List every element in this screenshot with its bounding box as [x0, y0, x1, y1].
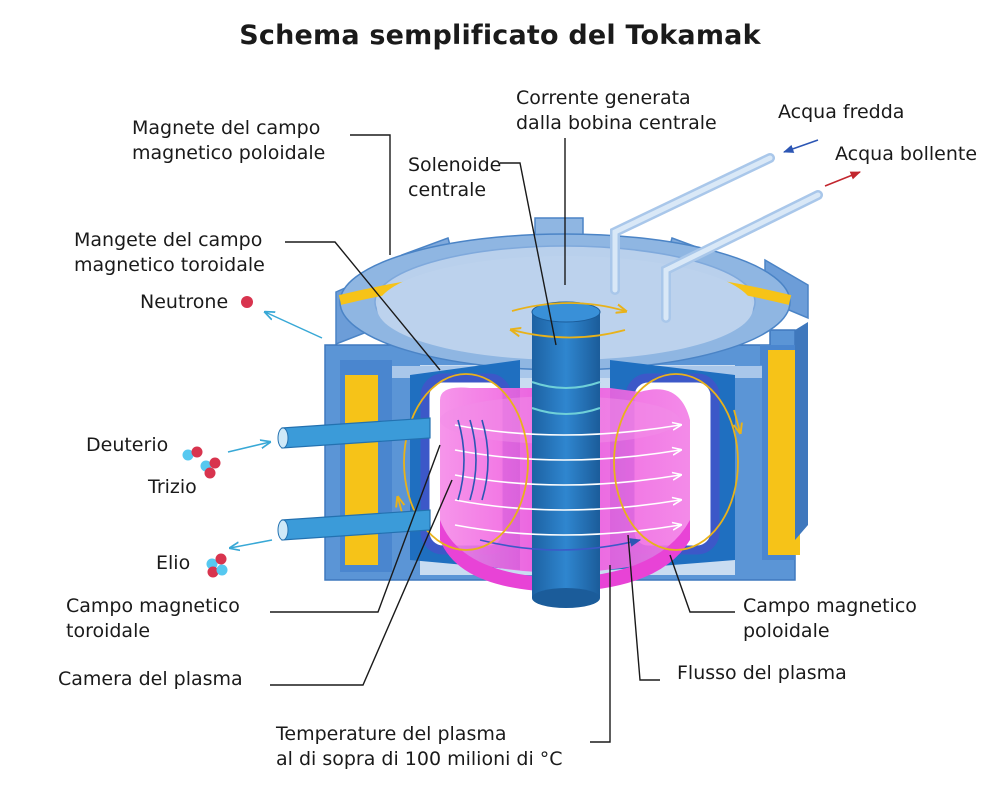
label-hot-water: Acqua bollente — [835, 143, 978, 165]
label-neutron: Neutrone — [140, 291, 229, 313]
diagram-title: Schema semplificato del Tokamak — [239, 20, 761, 51]
label-poloidal-magnet: Magnete del campo magnetico poloidale — [132, 117, 326, 164]
deuterium-icon — [182, 446, 203, 461]
central-solenoid — [531, 301, 601, 608]
poloidal-field-loops — [398, 302, 740, 551]
tritium-icon — [200, 457, 221, 479]
label-helium: Elio — [156, 552, 191, 574]
toroidal-field-loops — [457, 419, 489, 501]
leader-lines — [270, 134, 735, 743]
direction-arrows — [227, 139, 861, 548]
label-deuterium: Deuterio — [86, 434, 169, 456]
label-plasma-chamber: Camera del plasma — [58, 668, 243, 690]
fuel-pipes — [277, 417, 431, 541]
water-pipes — [610, 153, 823, 323]
label-plasma-flow: Flusso del plasma — [677, 662, 847, 684]
label-tritium: Trizio — [148, 476, 197, 498]
label-central-current: Corrente generata dalla bobina centrale — [516, 87, 717, 134]
plasma-flow-lines — [454, 425, 680, 551]
label-poloidal-field: Campo magnetico poloidale — [743, 595, 917, 642]
label-toroidal-magnet: Mangete del campo magnetico toroidale — [74, 229, 265, 276]
helium-icon — [206, 553, 228, 578]
neutron-icon — [241, 296, 253, 308]
label-toroidal-field: Campo magnetico toroidale — [66, 595, 240, 642]
label-plasma-temperature: Temperature del plasma al di sopra di 10… — [276, 723, 563, 770]
label-cold-water: Acqua fredda — [778, 101, 905, 123]
label-central-solenoid: Solenoide centrale — [408, 154, 502, 201]
